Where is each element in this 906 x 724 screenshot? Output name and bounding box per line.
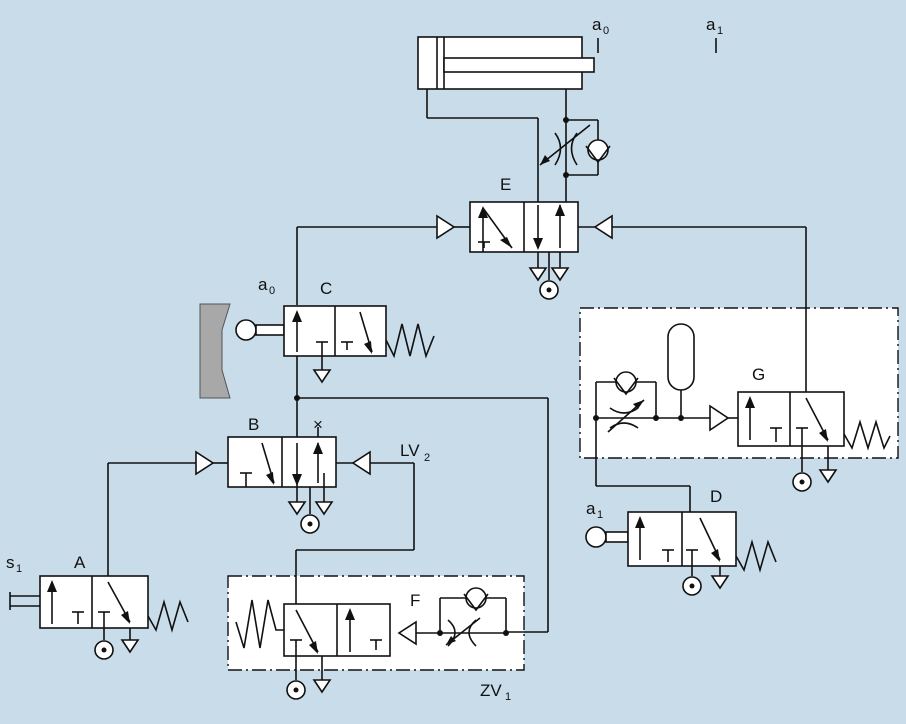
valve-g-label: G [752, 365, 765, 384]
label-zv1-sub: 1 [505, 691, 511, 703]
label-lv2: LV [400, 441, 420, 460]
flow-control-valve-cylinder [539, 117, 611, 178]
double-acting-cylinder [417, 36, 717, 205]
label-a1-top-sub: 1 [717, 25, 723, 37]
label-a1-d: a [586, 499, 596, 518]
valve-a [9, 575, 189, 660]
label-zv1: ZV [480, 681, 502, 700]
label-a0-top-sub: 0 [603, 25, 609, 37]
label-s1-sub: 1 [16, 563, 22, 575]
valve-f [235, 587, 509, 700]
valve-b-label: B [248, 415, 259, 434]
valve-g [593, 323, 891, 492]
valve-e [436, 201, 613, 300]
label-a0-top: a [592, 15, 602, 34]
valve-b [195, 427, 371, 534]
valve-c-label: C [320, 279, 332, 298]
valve-d [585, 511, 777, 596]
valve-f-label: F [410, 591, 420, 610]
label-s1: s [6, 553, 15, 572]
label-a1-top: a [706, 15, 716, 34]
valve-e-label: E [500, 175, 511, 194]
valve-a-label: A [74, 553, 86, 572]
valve-c [199, 303, 435, 399]
label-lv2-sub: 2 [424, 452, 430, 464]
label-a0-c-sub: 0 [269, 285, 275, 297]
exhaust-x-mark: × [313, 415, 323, 434]
valve-d-label: D [710, 487, 722, 506]
label-a1-d-sub: 1 [597, 509, 603, 521]
label-a0-c: a [258, 275, 268, 294]
